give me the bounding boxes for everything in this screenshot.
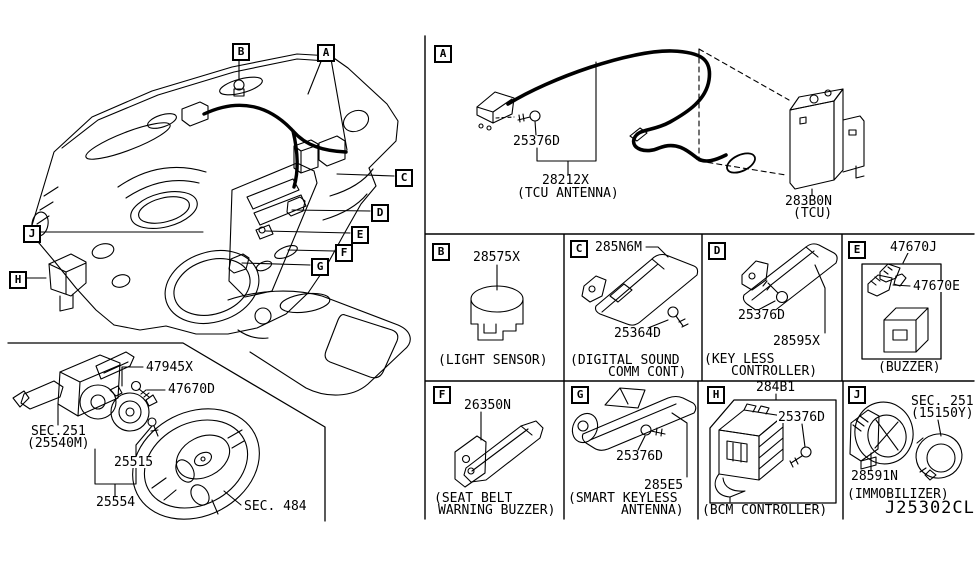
part-number-25376d-d: 25376D [737, 308, 786, 323]
caption-light-sensor: (LIGHT SENSOR) [437, 353, 549, 368]
caption-bcm-controller: (BCM CONTROLLER) [701, 503, 829, 518]
part-number-284b1: 284B1 [755, 380, 797, 395]
section-ref-15150y: (15150Y) [910, 406, 975, 421]
light-sensor-overview [233, 79, 245, 97]
tcu-harness-overview [181, 101, 348, 189]
caption-keyless-line2: CONTROLLER) [730, 364, 819, 379]
callout-b-overview: B [232, 43, 250, 61]
dashboard-illustration [29, 53, 411, 396]
panel-a-letter: A [434, 45, 452, 63]
panel-e-letter: E [848, 241, 866, 259]
caption-keyless-line1: (KEY LESS [703, 352, 776, 367]
callout-leader-lines [23, 57, 395, 279]
panel-d-illustration [741, 243, 838, 334]
panel-c-letter: C [570, 240, 588, 258]
part-number-47670e: 47670E [912, 279, 961, 294]
panel-e-illustration [861, 252, 942, 360]
part-number-25554: 25554 [95, 495, 137, 510]
callout-h-overview: H [9, 271, 27, 289]
section-ref-25540m: (25540M) [26, 436, 91, 451]
part-number-26350n: 26350N [463, 398, 512, 413]
callout-g-overview: G [311, 258, 329, 276]
caption-tcu: (TCU) [792, 206, 834, 221]
h-part-overview [48, 253, 87, 312]
panel-h-letter: H [707, 386, 725, 404]
panel-b-illustration [470, 264, 524, 341]
part-number-25364d: 25364D [613, 326, 662, 341]
caption-seat-belt-line2: WARNING BUZZER) [437, 503, 557, 518]
panel-f-illustration [454, 411, 544, 488]
caption-smart-keyless-line1: (SMART KEYLESS [567, 491, 679, 506]
part-number-283b0n: 283B0N [784, 194, 833, 209]
panel-c-illustration [581, 246, 699, 329]
panel-g-illustration [571, 387, 697, 478]
steering-column-illustration [7, 342, 326, 522]
panel-f-letter: F [433, 386, 451, 404]
part-number-285e5: 285E5 [643, 478, 685, 493]
part-number-28591n: 28591N [850, 469, 899, 484]
callout-e-overview: E [351, 226, 369, 244]
part-number-25376d-h: 25376D [777, 410, 826, 425]
panel-j-letter: J [848, 386, 866, 404]
figure-code: J25302CL [884, 498, 975, 518]
part-number-28212x: 28212X [541, 173, 590, 188]
panel-j-illustration [849, 401, 963, 481]
caption-immobilizer: (IMMOBILIZER) [846, 487, 950, 502]
callout-c-overview: C [395, 169, 413, 187]
panel-h-illustration [709, 393, 837, 504]
panel-a-illustration [476, 48, 865, 197]
panel-b-letter: B [432, 243, 450, 261]
caption-seat-belt-line1: (SEAT BELT [433, 491, 514, 506]
callout-f-overview: F [335, 244, 353, 262]
part-number-47670j: 47670J [889, 240, 938, 255]
part-number-28595x: 28595X [772, 334, 821, 349]
caption-smart-keyless-line2: ANTENNA) [620, 503, 685, 518]
caption-digital-sound-line1: (DIGITAL SOUND [569, 353, 681, 368]
part-number-25376d-g: 25376D [615, 449, 664, 464]
section-ref-251-j: SEC. 251 [910, 394, 975, 409]
caption-buzzer: (BUZZER) [877, 360, 942, 375]
caption-tcu-antenna: (TCU ANTENNA) [516, 186, 620, 201]
callout-d-overview: D [371, 204, 389, 222]
caption-digital-sound-line2: COMM CONT) [607, 365, 688, 380]
callout-a-overview: A [317, 44, 335, 62]
callout-j-overview: J [23, 225, 41, 243]
panel-d-letter: D [708, 242, 726, 260]
section-ref-484: SEC. 484 [243, 499, 308, 514]
part-number-screw-47670d: 47670D [167, 382, 216, 397]
part-number-28575x: 28575X [472, 250, 521, 265]
part-number-25376d-a: 25376D [512, 134, 561, 149]
section-ref-251: SEC.251 [30, 424, 87, 439]
panel-g-letter: G [571, 386, 589, 404]
part-number-spiral-cable: 47945X [145, 360, 194, 375]
part-number-25515: 25515 [113, 455, 155, 470]
panel-grid [424, 35, 975, 520]
part-number-285n6m: 285N6M [594, 240, 643, 255]
